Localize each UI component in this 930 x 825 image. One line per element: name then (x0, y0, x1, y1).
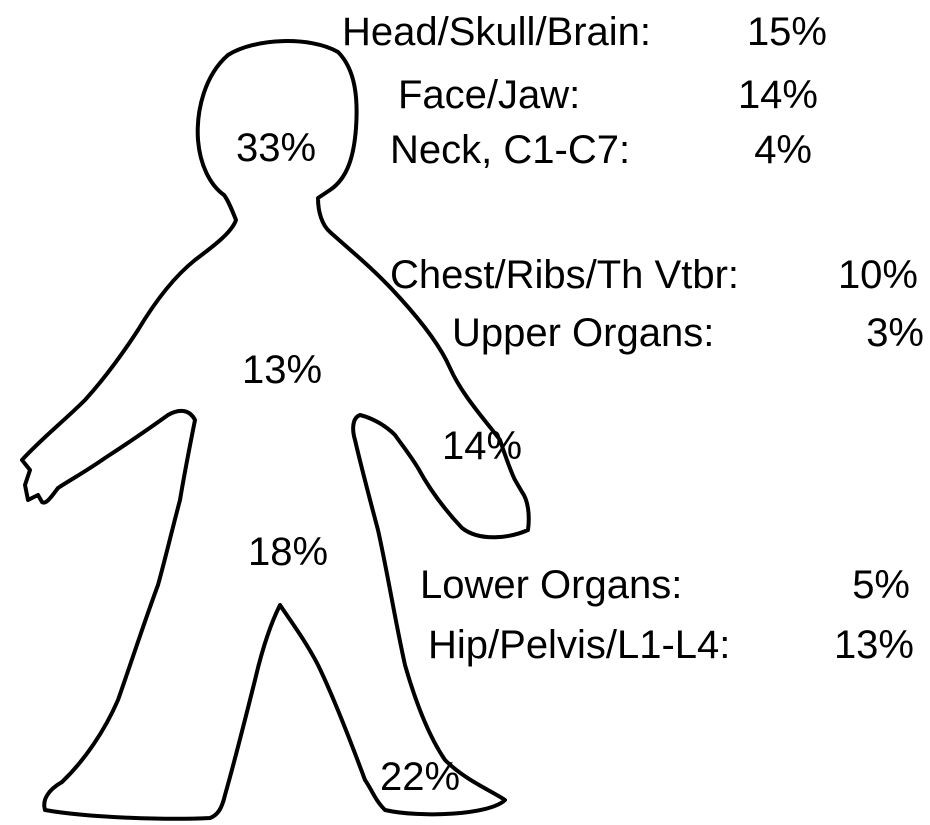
legend-chest-label: Chest/Ribs/Th Vtbr: (390, 255, 739, 295)
legend-head-label: Head/Skull/Brain: (342, 12, 651, 52)
legs-percent: 22% (380, 757, 460, 797)
legend-face-label: Face/Jaw: (398, 75, 580, 115)
legend-upper-organs-row: Upper Organs: 3% (452, 313, 924, 357)
legend-lower-organs-row: Lower Organs: 5% (420, 565, 910, 609)
legend-face-row: Face/Jaw: 14% (398, 75, 818, 119)
legend-upper-organs-label: Upper Organs: (452, 313, 714, 353)
legend-neck-label: Neck, C1-C7: (390, 130, 630, 170)
chest-percent: 13% (242, 350, 322, 390)
legend-chest-row: Chest/Ribs/Th Vtbr: 10% (390, 255, 918, 299)
head-neck-percent: 33% (236, 128, 316, 168)
legend-chest-value: 10% (838, 255, 918, 295)
legend-head-value: 15% (747, 12, 827, 52)
legend-upper-organs-value: 3% (866, 313, 924, 353)
arms-percent: 14% (442, 426, 522, 466)
legend-hip-value: 13% (834, 625, 914, 665)
abdomen-pelvis-percent: 18% (248, 532, 328, 572)
legend-hip-label: Hip/Pelvis/L1-L4: (428, 625, 730, 665)
legend-head-row: Head/Skull/Brain: 15% (342, 12, 827, 56)
legend-face-value: 14% (738, 75, 818, 115)
legend-neck-row: Neck, C1-C7: 4% (390, 130, 812, 174)
legend-lower-organs-label: Lower Organs: (420, 565, 682, 605)
legend-lower-organs-value: 5% (852, 565, 910, 605)
legend-hip-row: Hip/Pelvis/L1-L4: 13% (428, 625, 914, 669)
legend-neck-value: 4% (754, 130, 812, 170)
